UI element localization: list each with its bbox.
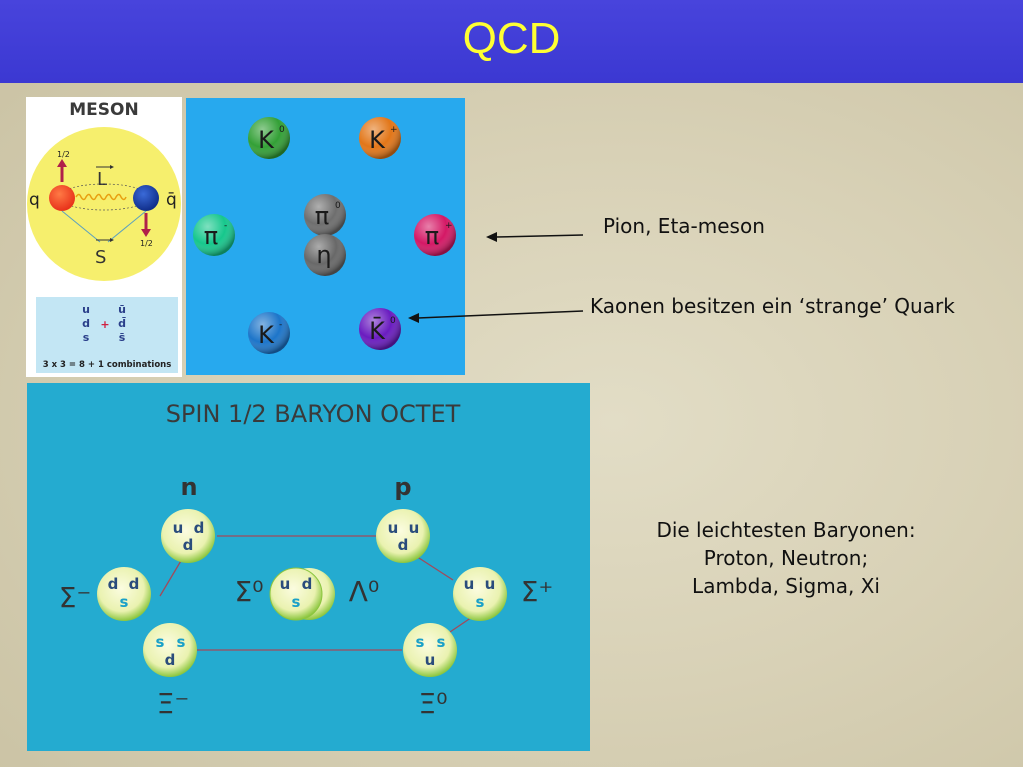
combinations-label: 3 x 3 = 8 + 1 combinations — [43, 360, 172, 370]
quark: u — [388, 519, 399, 537]
eta-label: η — [316, 241, 331, 269]
meson-spin-up: 1/2 — [57, 150, 70, 159]
quark: s — [476, 593, 485, 611]
quark: d — [165, 651, 176, 669]
kaon-plus-label: K — [369, 126, 386, 154]
sigma-minus-label: Σ⁻ — [59, 581, 91, 614]
quark: u — [173, 519, 184, 537]
pion-arrow — [495, 234, 584, 238]
pion-plus-label: π — [425, 222, 439, 250]
kaon-minus-charge: - — [279, 320, 282, 330]
proton-label: p — [394, 473, 411, 501]
pion-zero-ball: π 0 — [304, 194, 346, 236]
baryon-annotation-line3: Lambda, Sigma, Xi — [692, 574, 880, 598]
pion-annotation: Pion, Eta-meson — [603, 214, 765, 238]
anti-kaon-zero-charge: 0 — [390, 316, 396, 326]
quark: s — [120, 593, 129, 611]
quark-d: d — [82, 317, 90, 330]
quark-sphere — [49, 185, 75, 211]
proton: p u u d — [376, 473, 430, 563]
baryon-annotation-line2: Proton, Neutron; — [703, 546, 869, 570]
quark: d — [194, 519, 205, 537]
quark: d — [183, 536, 194, 554]
quark: u — [409, 519, 420, 537]
meson-heading: MESON — [69, 100, 138, 120]
xi-minus-label: Ξ⁻ — [157, 687, 189, 720]
kaon-plus-ball: K + — [359, 117, 401, 159]
quark: u — [485, 575, 496, 593]
quark: u — [425, 651, 436, 669]
pion-minus-ball: π - — [193, 214, 235, 256]
sigma-zero-lambda-zero: Σ⁰ u d s Λ⁰ — [235, 567, 379, 621]
quark: s — [416, 633, 425, 651]
pion-plus-charge: + — [445, 221, 453, 231]
xi-zero: s s u Ξ⁰ — [403, 623, 457, 720]
antiquark-s: s̄ — [119, 331, 126, 344]
antiquark-d: d̄ — [118, 317, 126, 330]
baryon-annotation: Die leichtesten Baryonen: Proton, Neutro… — [630, 516, 942, 600]
sigma-zero-label: Σ⁰ — [235, 575, 264, 608]
kaon-annotation: Kaonen besitzen ein ‘strange’ Quark — [590, 294, 955, 318]
lambda-zero-label: Λ⁰ — [349, 575, 379, 608]
neutron: n u d d — [161, 473, 215, 563]
kaon-minus-ball: K - — [248, 312, 290, 354]
quark: u — [280, 575, 291, 593]
meson-spin-down: 1/2 — [140, 239, 153, 248]
antiquark-u: ū — [118, 303, 126, 316]
neutron-label: n — [180, 473, 197, 501]
pion-zero-label: π — [315, 202, 329, 230]
quark: d — [129, 575, 140, 593]
quark-u: u — [82, 303, 90, 316]
antiquark-label: q̄ — [166, 190, 177, 210]
pion-zero-charge: 0 — [335, 201, 341, 211]
antiquark-sphere — [133, 185, 159, 211]
quark: d — [302, 575, 313, 593]
quark: s — [156, 633, 165, 651]
meson-diagram: MESON 1/2 1/2 L q q̄ S u d s + ū d̄ — [26, 97, 182, 377]
pion-minus-charge: - — [224, 221, 227, 231]
sigma-minus: Σ⁻ d d s — [59, 567, 151, 621]
quark: s — [437, 633, 446, 651]
kaon-arrow — [417, 310, 584, 319]
meson-nonet-diagram: K 0 K + π - π 0 η π + K - — [186, 98, 465, 375]
kaon-minus-label: K — [258, 321, 275, 349]
xi-minus: s s d Ξ⁻ — [143, 623, 197, 720]
baryon-octet-diagram: SPIN 1/2 BARYON OCTET n u d d p u u d — [27, 383, 590, 751]
quark-label: q — [29, 190, 40, 210]
kaon-zero-charge: 0 — [279, 125, 285, 135]
quark: d — [108, 575, 119, 593]
eta-ball: η — [304, 234, 346, 276]
octet-heading: SPIN 1/2 BARYON OCTET — [166, 400, 461, 428]
kaon-plus-charge: + — [390, 125, 398, 135]
quark: u — [464, 575, 475, 593]
quark: s — [292, 593, 301, 611]
pion-plus-ball: π + — [414, 214, 456, 256]
kaon-zero-ball: K 0 — [248, 117, 290, 159]
quark-combination-box — [36, 297, 178, 373]
quark-s: s — [83, 331, 90, 344]
anti-kaon-zero-ball: K̄ 0 — [359, 308, 401, 350]
title-bar: QCD — [0, 0, 1023, 83]
quark: d — [398, 536, 409, 554]
xi-zero-label: Ξ⁰ — [419, 687, 448, 720]
sigma-plus-label: Σ⁺ — [521, 575, 553, 608]
meson-spin-label: S — [95, 247, 106, 268]
meson-orbital-label: L — [97, 169, 107, 190]
slide-title: QCD — [462, 14, 561, 63]
pion-minus-label: π — [204, 222, 218, 250]
baryon-annotation-line1: Die leichtesten Baryonen: — [656, 518, 916, 542]
kaon-zero-label: K — [258, 126, 275, 154]
quark-plus: + — [100, 318, 109, 331]
quark: s — [177, 633, 186, 651]
anti-kaon-zero-label: K̄ — [369, 316, 386, 345]
sigma-plus: u u s Σ⁺ — [453, 567, 553, 621]
